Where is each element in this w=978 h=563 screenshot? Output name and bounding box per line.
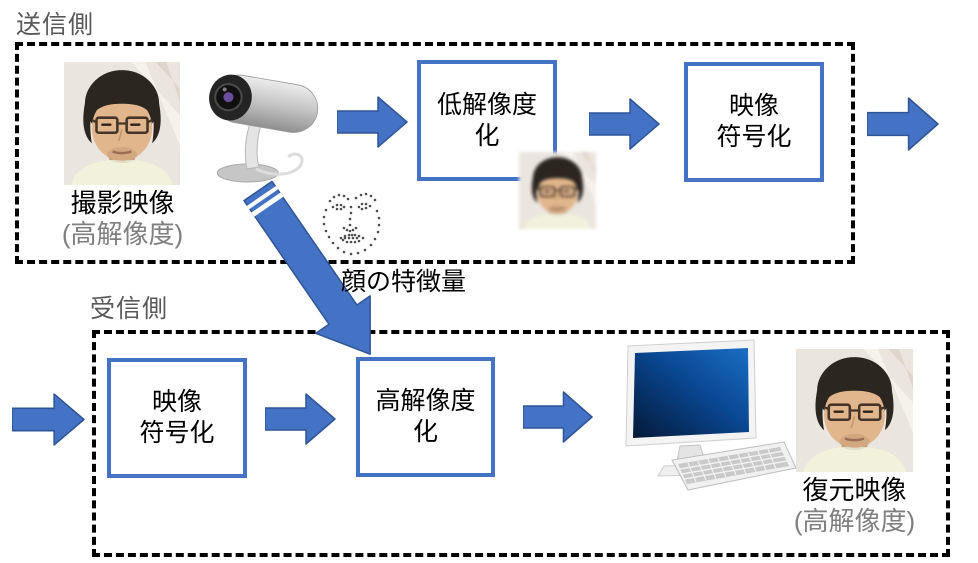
receiver-region-border: [92, 330, 950, 557]
captured-face-image: [64, 62, 180, 185]
sender-region-border: [15, 42, 855, 264]
captured-caption: 撮影映像 (高解像度): [30, 188, 215, 250]
arrow-right-icon: [265, 391, 337, 447]
restored-caption-line1: 復元映像: [802, 475, 907, 505]
arrow-right-icon: [523, 389, 594, 445]
desktop-monitor-icon: [606, 338, 798, 492]
restored-face-image: [796, 349, 913, 472]
sender-section-label: 送信側: [16, 11, 95, 39]
low-res-face-image: [519, 152, 596, 229]
feature-label: 顔の特徴量: [341, 268, 467, 296]
arrow-right-out-icon: [867, 95, 940, 153]
arrow-right-icon: [589, 96, 661, 152]
feature-diagonal-arrow-icon: [225, 178, 405, 368]
webcam-icon: [197, 57, 334, 187]
process-box-super-resolution: 高解像度 化: [356, 357, 495, 477]
process-box-video-encode-sender: 映像 符号化: [684, 62, 824, 182]
restored-caption: 復元映像 (高解像度): [762, 475, 947, 537]
captured-caption-line2: (高解像度): [61, 219, 184, 249]
arrow-right-icon: [337, 94, 409, 150]
receiver-section-label: 受信側: [90, 295, 169, 323]
process-box-video-encode-receiver: 映像 符号化: [107, 358, 247, 478]
captured-caption-line1: 撮影映像: [70, 188, 175, 218]
arrow-right-in-icon: [12, 391, 86, 448]
restored-caption-line2: (高解像度): [793, 506, 916, 536]
